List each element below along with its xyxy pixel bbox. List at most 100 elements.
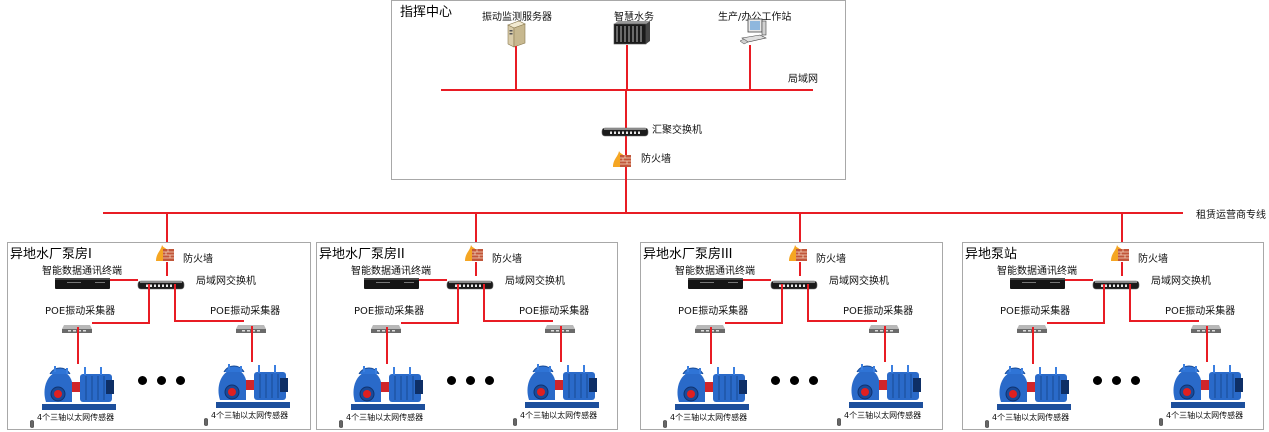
server-tower-icon[interactable] — [505, 20, 527, 51]
sensor-icon — [513, 411, 517, 430]
pump-icon[interactable] — [673, 362, 751, 416]
left-pump-link — [386, 327, 388, 364]
sensor-icon — [339, 413, 343, 432]
left-collector-label: POE振动采集器 — [354, 306, 425, 317]
right-collector-link-h — [807, 320, 877, 322]
ellipsis-dot — [771, 376, 780, 385]
firewall-icon[interactable] — [155, 243, 175, 267]
left-collector-link-h — [725, 322, 783, 324]
site-title: 异地水厂泵房I — [10, 247, 92, 262]
ellipsis-dot — [1112, 376, 1121, 385]
left-sensor-label: 4个三轴以太网传感器 — [346, 413, 424, 422]
ellipsis-dot — [809, 376, 818, 385]
switch-uplink — [1121, 262, 1123, 276]
lan-label: 局域网 — [788, 74, 818, 85]
sensor-icon — [663, 413, 667, 432]
right-collector-label: POE振动采集器 — [843, 306, 914, 317]
pump-icon[interactable] — [523, 360, 601, 414]
pump-icon[interactable] — [214, 360, 292, 414]
data-terminal-icon[interactable] — [688, 274, 743, 293]
data-terminal-icon[interactable] — [1010, 274, 1065, 293]
lan-switch-icon[interactable] — [1092, 275, 1140, 294]
core-uplink-line — [625, 90, 627, 214]
aggregation-switch-icon[interactable] — [601, 122, 649, 141]
left-pump-link — [1032, 327, 1034, 364]
site-firewall-label: 防火墙 — [1138, 254, 1168, 265]
terminal-link — [743, 279, 771, 281]
right-pump-link — [251, 326, 253, 362]
sensor-icon — [985, 413, 989, 432]
site-wan-drop — [799, 213, 801, 245]
right-sensor-label: 4个三轴以太网传感器 — [1166, 411, 1244, 420]
right-sensor-label: 4个三轴以太网传感器 — [211, 411, 289, 420]
site-firewall-label: 防火墙 — [183, 254, 213, 265]
smart-water-label: 智慧水务 — [614, 12, 654, 23]
firewall-icon[interactable] — [1110, 243, 1130, 267]
ellipsis-dot — [176, 376, 185, 385]
ellipsis-dot — [790, 376, 799, 385]
sensor-icon — [1159, 411, 1163, 430]
terminal-link — [110, 279, 138, 281]
left-pump-link — [77, 327, 79, 364]
switch-uplink — [475, 262, 477, 276]
sensor-icon — [204, 411, 208, 430]
right-collector-label: POE振动采集器 — [519, 306, 590, 317]
data-terminal-icon[interactable] — [55, 274, 110, 293]
vibration-server-label: 振动监测服务器 — [482, 12, 552, 23]
pump-icon[interactable] — [349, 362, 427, 416]
ellipsis-dot — [1131, 376, 1140, 385]
right-collector-label: POE振动采集器 — [210, 306, 281, 317]
workstation-icon[interactable] — [738, 18, 770, 50]
left-collector-link-h — [1047, 322, 1105, 324]
terminal-link — [1065, 279, 1093, 281]
site-firewall-label: 防火墙 — [816, 254, 846, 265]
right-pump-link — [884, 326, 886, 362]
right-sensor-label: 4个三轴以太网传感器 — [520, 411, 598, 420]
right-collector-link-h — [483, 320, 553, 322]
site-firewall-label: 防火墙 — [492, 254, 522, 265]
site-wan-drop — [475, 213, 477, 245]
firewall-icon[interactable] — [612, 149, 632, 173]
site-wan-drop — [166, 213, 168, 245]
ellipsis-dot — [138, 376, 147, 385]
terminal-label: 智能数据通讯终端 — [997, 266, 1077, 277]
site-title: 异地水厂泵房III — [643, 247, 733, 262]
server-link — [515, 46, 517, 89]
left-collector-link-h — [401, 322, 459, 324]
switch-uplink — [799, 262, 801, 276]
left-collector-link-v — [781, 284, 783, 323]
left-collector-link-v — [457, 284, 459, 323]
right-collector-link-v — [483, 284, 485, 322]
aggregation-switch-label: 汇聚交换机 — [652, 125, 702, 136]
switch-uplink — [166, 262, 168, 276]
ellipsis-dot — [466, 376, 475, 385]
right-collector-link-h — [1129, 320, 1199, 322]
site-wan-drop — [1121, 213, 1123, 245]
lan-switch-icon[interactable] — [770, 275, 818, 294]
left-collector-label: POE振动采集器 — [45, 306, 116, 317]
lan-switch-icon[interactable] — [137, 275, 185, 294]
right-pump-link — [560, 326, 562, 362]
pump-icon[interactable] — [1169, 360, 1247, 414]
terminal-label: 智能数据通讯终端 — [42, 266, 122, 277]
right-collector-link-v — [807, 284, 809, 322]
left-sensor-label: 4个三轴以太网传感器 — [37, 413, 115, 422]
left-collector-link-v — [1103, 284, 1105, 323]
blade-server-icon[interactable] — [613, 21, 651, 49]
firewall-icon[interactable] — [464, 243, 484, 267]
pump-icon[interactable] — [847, 360, 925, 414]
data-terminal-icon[interactable] — [364, 274, 419, 293]
lan-switch-label: 局域网交换机 — [1151, 276, 1211, 287]
ellipsis-dot — [485, 376, 494, 385]
site-title: 异地泵站 — [965, 247, 1018, 262]
ellipsis-dot — [1093, 376, 1102, 385]
pump-icon[interactable] — [995, 362, 1073, 416]
left-collector-link-v — [148, 284, 150, 323]
lan-switch-label: 局域网交换机 — [829, 276, 889, 287]
command-center-title: 指挥中心 — [400, 5, 453, 20]
pump-icon[interactable] — [40, 362, 118, 416]
left-collector-label: POE振动采集器 — [1000, 306, 1071, 317]
lan-switch-icon[interactable] — [446, 275, 494, 294]
firewall-icon[interactable] — [788, 243, 808, 267]
terminal-label: 智能数据通讯终端 — [675, 266, 755, 277]
